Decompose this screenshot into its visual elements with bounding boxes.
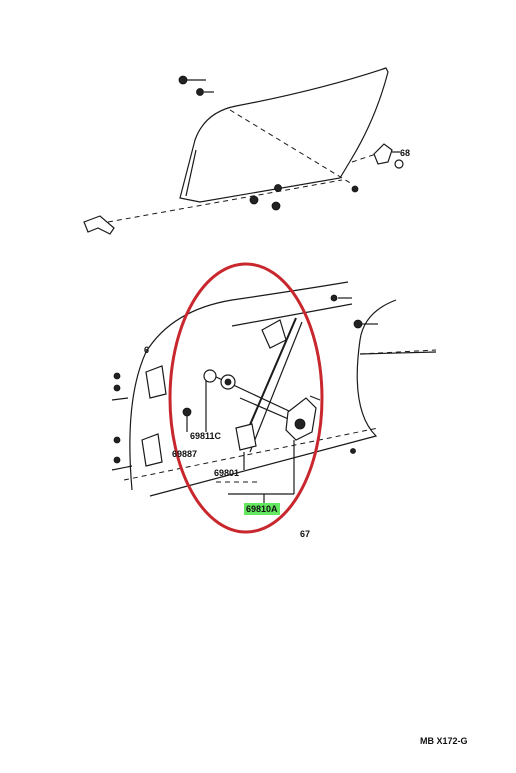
label-bolt-part: 69887 <box>172 449 198 459</box>
glass-clip-4 <box>351 185 359 193</box>
label-highlighted-part[interactable]: 69810A <box>244 503 280 515</box>
stopper-2 <box>353 319 363 329</box>
door-frame <box>111 281 437 497</box>
label-bracket-part: 69811C <box>190 431 222 441</box>
regulator-lower-bracket <box>235 423 257 451</box>
regulator-top-bracket <box>261 319 287 349</box>
lower-hinge <box>141 433 163 467</box>
label-lower-right-part: 67 <box>300 529 311 539</box>
guide-nut <box>394 159 404 169</box>
glass-clip-1 <box>249 195 259 205</box>
upper-hinge <box>145 365 167 399</box>
glass-clip-3 <box>274 184 282 192</box>
hinge-bolt-3 <box>113 436 121 444</box>
highlight-circle <box>168 262 324 534</box>
window-regulator <box>182 317 321 504</box>
hinge-bolt-2 <box>113 384 121 392</box>
glass-stop-1 <box>178 75 188 85</box>
label-regulator-part: 69801 <box>214 468 240 478</box>
hinge-bolt-4 <box>113 456 121 464</box>
label-top-right-part: 68 <box>400 148 411 158</box>
glass-bracket-left <box>83 215 115 235</box>
figure-code: MB X172-G <box>420 736 468 746</box>
glass-stop-2 <box>196 88 204 96</box>
glass-guide-right <box>373 143 393 165</box>
label-left-frame: 6 <box>144 345 150 355</box>
stopper-1 <box>330 294 338 302</box>
door-glass-assembly <box>83 67 404 235</box>
hinge-bolt-1 <box>113 372 121 380</box>
screw-lower-right <box>350 448 356 454</box>
mount-bolt <box>182 407 192 417</box>
regulator-arm-pivot <box>203 369 217 383</box>
glass-clip-2 <box>271 201 281 211</box>
glass-outline <box>179 67 389 203</box>
